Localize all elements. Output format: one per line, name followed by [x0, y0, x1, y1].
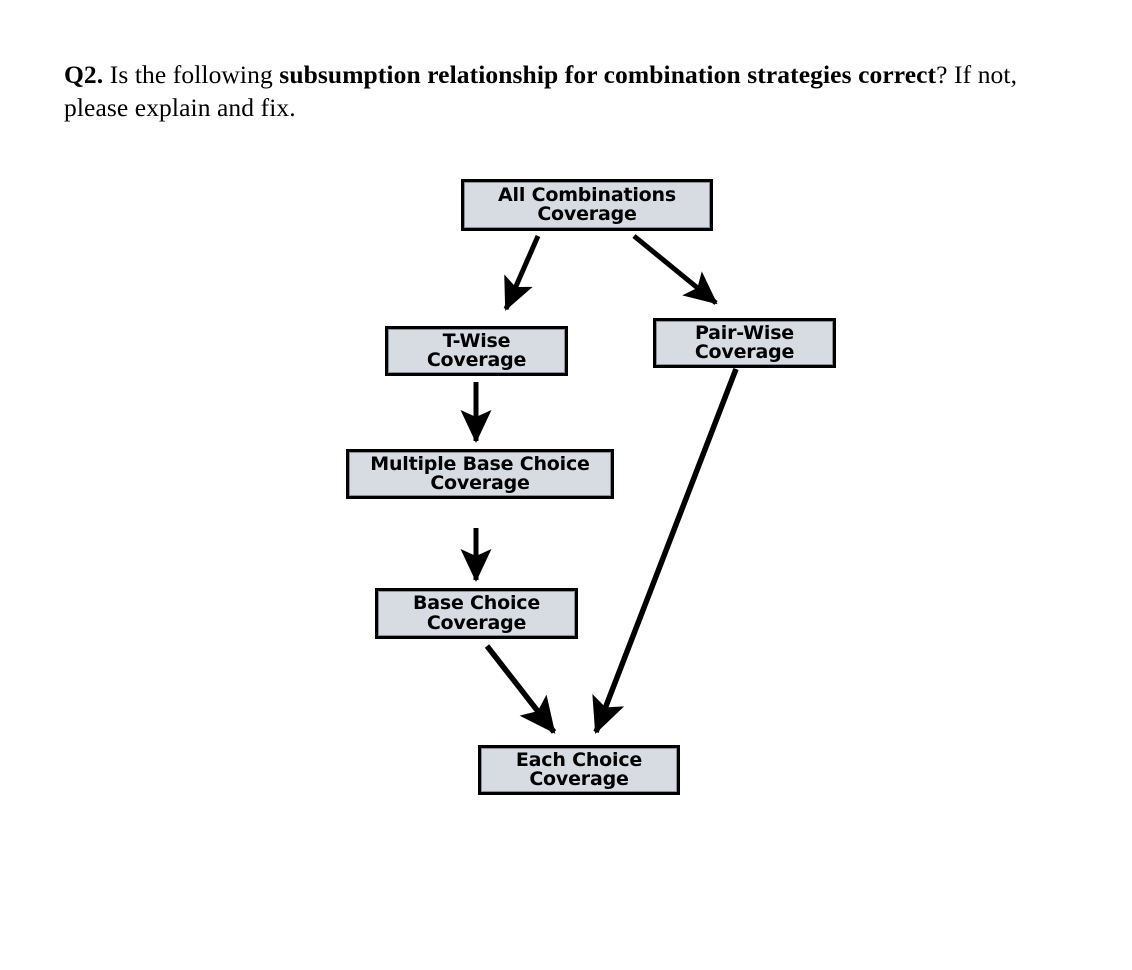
node-each-choice-coverage[interactable]: Each Choice Coverage [478, 745, 680, 795]
node-pair-wise-coverage[interactable]: Pair-Wise Coverage [653, 318, 836, 368]
node-all-combinations-coverage[interactable]: All Combinations Coverage [461, 179, 713, 231]
question-text-part1: Is the following [103, 60, 280, 89]
node-label: Base Choice Coverage [412, 592, 541, 634]
arrow-all-combinations-to-pair-wise [632, 234, 718, 305]
arrow-all-combinations-to-t-wise [503, 234, 541, 311]
node-multiple-base-choice-coverage[interactable]: Multiple Base Choice Coverage [346, 449, 614, 499]
node-label: All Combinations Coverage [498, 183, 676, 225]
node-label: Multiple Base Choice Coverage [370, 452, 590, 494]
node-label: T-Wise Coverage [426, 329, 527, 371]
node-base-choice-coverage[interactable]: Base Choice Coverage [375, 588, 578, 639]
question-emphasis: subsumption relationship for combination… [279, 60, 937, 89]
question-text-part2: ? If not, please explain and fix. [64, 60, 1018, 123]
node-t-wise-coverage[interactable]: T-Wise Coverage [385, 326, 568, 376]
arrow-base-choice-to-each-choice [484, 644, 557, 734]
node-label: Each Choice Coverage [515, 748, 643, 790]
node-label: Pair-Wise Coverage [694, 321, 795, 363]
arrow-pair-wise-to-each-choice [592, 368, 739, 735]
question-text: Q2. Is the following subsumption relatio… [64, 58, 1064, 124]
question-number: Q2. [64, 60, 104, 89]
